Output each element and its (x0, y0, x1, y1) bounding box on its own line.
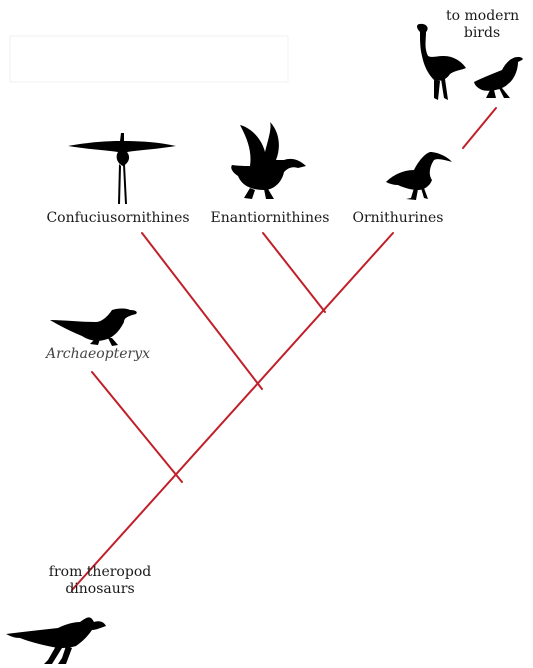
theropod-dinosaur-silhouette-icon (6, 617, 106, 664)
crow-silhouette-icon (474, 57, 523, 98)
label-archaeopteryx: Archaeopteryx (44, 346, 152, 363)
confuciusornis-silhouette-icon (68, 133, 176, 204)
faint-panel (10, 36, 288, 82)
branch-to-modern-birds (463, 108, 496, 148)
enantiornis-silhouette-icon (231, 122, 306, 199)
label-confuciusornithines: Confuciusornithines (40, 210, 196, 227)
label-to-modern-line1: to modern (446, 8, 518, 25)
branch-confuciusornithines (142, 233, 262, 389)
archaeopteryx-silhouette-icon (50, 309, 137, 347)
branch-enantiornithines (263, 233, 325, 312)
branch-trunk (72, 233, 393, 590)
ornithurine-bird-silhouette-icon (386, 152, 452, 200)
label-from-theropod-line1: from theropod (40, 564, 160, 581)
label-from-theropod-line2: dinosaurs (40, 581, 160, 598)
branch-archaeopteryx (92, 372, 182, 482)
label-to-modern-line2: birds (446, 25, 518, 42)
label-ornithurines: Ornithurines (346, 210, 450, 227)
label-enantiornithines: Enantiornithines (205, 210, 335, 227)
